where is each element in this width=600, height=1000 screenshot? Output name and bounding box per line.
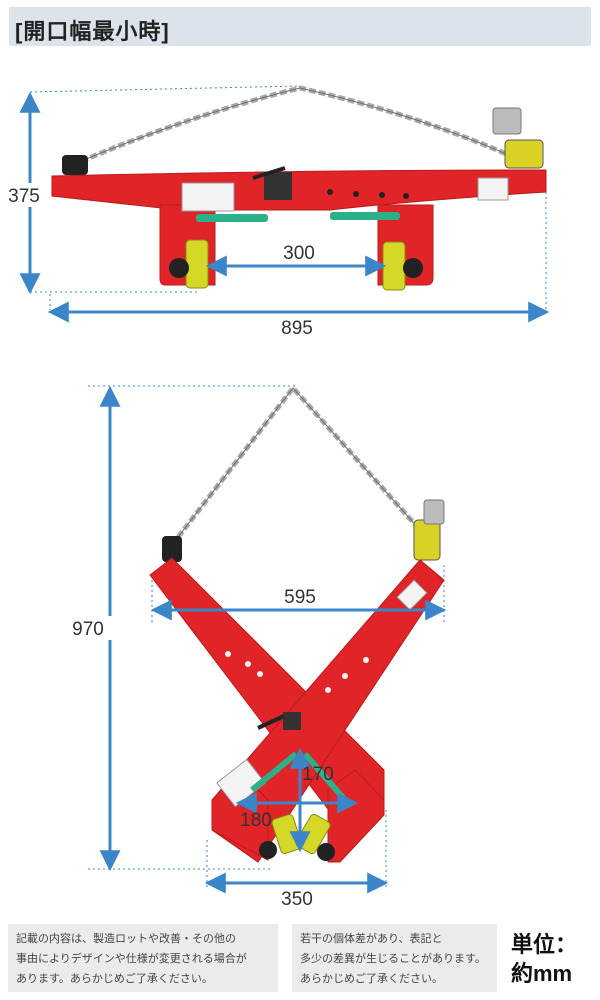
section-header: [開口幅最小時] — [9, 7, 591, 46]
top-left-pivot — [169, 258, 189, 278]
section-title: [開口幅最小時] — [15, 19, 170, 44]
note-right-line: 多少の差異が生じることがあります。 — [300, 953, 486, 965]
bottom-right-hook — [413, 519, 441, 561]
top-left-jaw — [185, 239, 209, 289]
bottom-jaw-height-dimension: 170 — [302, 764, 334, 785]
top-left-shackle — [62, 155, 88, 175]
note-right-line: あらかじめご了承ください。 — [300, 973, 443, 985]
top-width-dimension: 895 — [281, 318, 313, 339]
top-opening-dimension: 300 — [283, 243, 315, 264]
bottom-chain-outline — [171, 387, 421, 546]
bottom-arm-holes — [225, 651, 369, 693]
note-left-line: あります。あらかじめご了承ください。 — [16, 973, 213, 985]
disclaimer-note-right: 若干の個体差があり、表記と 多少の差異が生じることがあります。 あらかじめご了承… — [292, 924, 497, 992]
note-left-line: 事由によりデザインや仕様が変更される場合が — [16, 953, 247, 965]
bottom-right-swivel — [423, 499, 445, 525]
top-right-hook — [504, 139, 544, 169]
top-height-guide-upper — [29, 85, 299, 93]
top-clamp-view: 375 895 300 — [4, 85, 550, 339]
top-label-plate-right — [477, 177, 509, 201]
bottom-chain — [170, 384, 422, 547]
top-chain-outline — [71, 87, 521, 166]
top-label-plate-left — [181, 182, 235, 212]
unit-label-line: 約mm — [511, 961, 573, 986]
bottom-handle-lever — [257, 714, 285, 730]
note-left-line: 記載の内容は、製造ロットや改善・その他の — [16, 933, 236, 945]
top-right-swivel — [492, 107, 522, 135]
bottom-left-spring — [250, 751, 298, 793]
bottom-right-spring — [302, 752, 348, 802]
unit-label-line: 単位： — [511, 932, 578, 957]
top-beam — [51, 169, 547, 211]
top-left-spring — [196, 214, 268, 222]
bottom-clamp-view: 970 595 170 180 350 — [68, 384, 447, 910]
bottom-left-shackle — [162, 536, 182, 562]
top-height-label-bg — [4, 183, 44, 207]
top-chain — [71, 85, 522, 168]
top-handle-lever — [252, 166, 286, 180]
top-right-jaw — [382, 241, 406, 291]
top-handle — [264, 172, 292, 200]
top-right-pivot — [403, 258, 423, 278]
bottom-width-dimension: 595 — [284, 587, 316, 608]
bottom-jaw-width-dimension: 180 — [240, 810, 272, 831]
bottom-base-dimension: 350 — [281, 889, 313, 910]
bottom-height-dimension: 970 — [72, 619, 104, 640]
note-right-line: 若干の個体差があり、表記と — [300, 933, 443, 945]
top-right-spring — [330, 212, 400, 220]
top-beam-holes — [327, 189, 409, 199]
bottom-height-label-bg — [68, 616, 114, 640]
bottom-left-pivot — [259, 841, 277, 859]
disclaimer-note-left: 記載の内容は、製造ロットや改善・その他の 事由によりデザインや仕様が変更される場… — [8, 924, 278, 992]
top-height-dimension: 375 — [8, 186, 40, 207]
unit-label: 単位： 約mm — [511, 930, 577, 988]
bottom-handle — [283, 712, 301, 730]
bottom-right-pivot — [317, 843, 335, 861]
